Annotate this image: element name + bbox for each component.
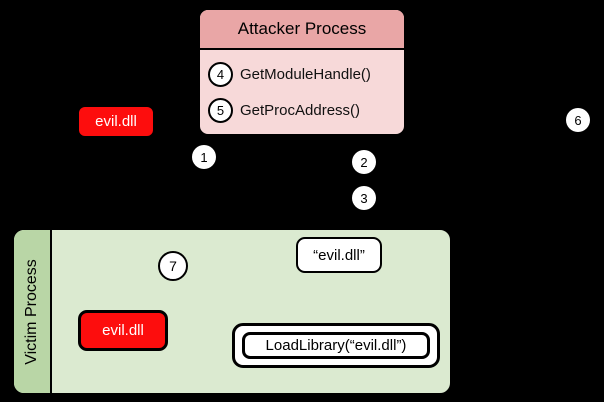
attacker-process-box: Attacker Process 4 GetModuleHandle() 5 G… <box>198 8 406 136</box>
victim-evil-dll-box: evil.dll <box>78 310 168 351</box>
step-number-badge: 4 <box>208 62 233 87</box>
victim-process-title: Victim Process <box>23 258 41 365</box>
loadlibrary-call-box: LoadLibrary(“evil.dll”) <box>232 323 440 368</box>
victim-process-title-bar: Victim Process <box>14 230 52 393</box>
step-number-badge: 5 <box>208 98 233 123</box>
api-call-label: GetModuleHandle() <box>240 66 371 83</box>
attacker-process-title: Attacker Process <box>200 10 404 50</box>
step-marker-6: 6 <box>566 108 590 132</box>
api-call-label: GetProcAddress() <box>240 102 361 119</box>
step-marker-2: 2 <box>352 150 376 174</box>
attacker-evil-dll-box: evil.dll <box>76 104 156 139</box>
step-marker-7: 7 <box>158 251 188 281</box>
string-literal-box: “evil.dll” <box>296 237 382 273</box>
loadlibrary-call-label: LoadLibrary(“evil.dll”) <box>242 332 430 359</box>
step-marker-3: 3 <box>352 186 376 210</box>
api-call-row: 4 GetModuleHandle() <box>208 62 371 87</box>
attacker-process-body: 4 GetModuleHandle() 5 GetProcAddress() <box>200 50 404 134</box>
victim-process-box: Victim Process <box>12 228 452 395</box>
step-marker-1: 1 <box>192 145 216 169</box>
api-call-row: 5 GetProcAddress() <box>208 98 360 123</box>
